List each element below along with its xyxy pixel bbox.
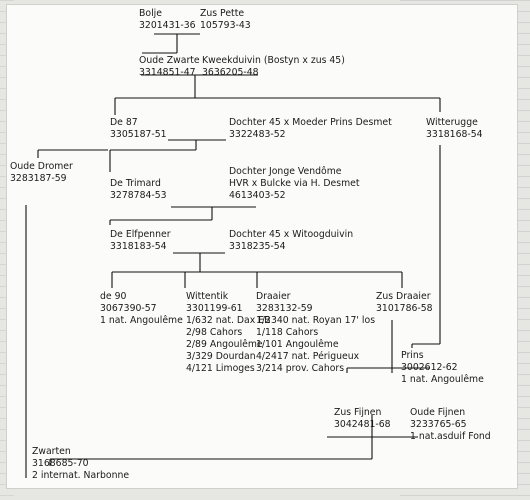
pigeon-name: Oude Fijnen — [410, 407, 466, 418]
pigeon-ring: 3322483-52 — [229, 129, 286, 140]
pigeon-name: Kweekduivin (Bostyn x zus 45) — [202, 55, 345, 66]
pigeon-ring: 3301199-61 — [186, 303, 243, 314]
pigeon-ring: 3168685-70 — [32, 458, 89, 469]
pigeon-name: Oude Zwarte — [139, 55, 200, 66]
pigeon-result: 4/121 Limoges — [186, 363, 255, 374]
pigeon-oude-fijnen: Oude Fijnen 3233765-65 1 nat.asduif Fond — [410, 407, 491, 443]
pigeon-ring: 3305187-51 — [110, 129, 167, 140]
pigeon-name: De Elfpenner — [110, 229, 171, 240]
pedigree-panel — [6, 4, 518, 489]
pigeon-dochter-45-witoog: Dochter 45 x Witoogduivin 3318235-54 — [229, 229, 353, 253]
pigeon-ring: 3101786-58 — [376, 303, 433, 314]
pigeon-result: 3/214 prov. Cahors — [256, 363, 345, 374]
pigeon-name: Wittentik — [186, 291, 229, 302]
pigeon-name: Dochter 45 x Moeder Prins Desmet — [229, 117, 392, 128]
pigeon-ring: 3314851-47 — [139, 67, 196, 78]
pigeon-result: 1 nat.asduif Fond — [410, 431, 491, 442]
pigeon-ring: 3636205-48 — [202, 67, 259, 78]
pigeon-name: de 90 — [100, 291, 127, 302]
pigeon-result: 4/2417 nat. Périgueux — [256, 351, 360, 362]
pigeon-zus-fijnen: Zus Fijnen 3042481-68 — [334, 407, 391, 431]
pigeon-name: Bolje — [139, 8, 162, 19]
pigeon-name: De Trimard — [110, 178, 161, 189]
pigeon-dochter-45: Dochter 45 x Moeder Prins Desmet 3322483… — [229, 117, 392, 141]
pigeon-de-elfpenner: De Elfpenner 3318183-54 — [110, 229, 171, 253]
pigeon-dochter-jonge-vendome: Dochter Jonge Vendôme HVR x Bulcke via H… — [229, 166, 360, 202]
pigeon-result: 1/2340 nat. Royan 17' los — [256, 315, 376, 326]
pigeon-result: 2 internat. Narbonne — [32, 470, 130, 481]
pigeon-ring: 105793-43 — [200, 20, 251, 31]
pigeon-ring: 3318235-54 — [229, 241, 286, 252]
pigeon-origin: HVR x Bulcke via H. Desmet — [229, 178, 360, 189]
pigeon-name: Witterugge — [426, 117, 478, 128]
pigeon-zus-draaier: Zus Draaier 3101786-58 — [376, 291, 433, 315]
pigeon-name: Zus Pette — [200, 8, 245, 19]
pigeon-name: Dochter Jonge Vendôme — [229, 166, 342, 177]
pigeon-ring: 3283132-59 — [256, 303, 313, 314]
pigeon-ring: 3283187-59 — [10, 173, 67, 184]
pigeon-de-trimard: De Trimard 3278784-53 — [110, 178, 167, 202]
pigeon-result: 1/101 Angoulême — [256, 339, 339, 350]
pigeon-de-87: De 87 3305187-51 — [110, 117, 167, 141]
pigeon-result: 3/329 Dourdan — [186, 351, 256, 362]
pigeon-de-90: de 90 3067390-57 1 nat. Angoulême — [100, 291, 183, 327]
pigeon-draaier: Draaier 3283132-59 1/2340 nat. Royan 17'… — [256, 291, 375, 375]
pigeon-name: Dochter 45 x Witoogduivin — [229, 229, 354, 240]
pigeon-wittentik: Wittentik 3301199-61 1/632 nat. Dax EB 2… — [186, 291, 270, 375]
pigeon-prins: Prins 3002612-62 1 nat. Angoulême — [401, 350, 484, 386]
pigeon-name: Oude Dromer — [10, 161, 73, 172]
pigeon-ring: 3042481-68 — [334, 419, 391, 430]
pigeon-name: De 87 — [110, 117, 138, 128]
pigeon-ring: 3318183-54 — [110, 241, 167, 252]
pigeon-result: 2/89 Angoulême — [186, 339, 263, 350]
pigeon-name: Zus Draaier — [376, 291, 431, 302]
pigeon-name: Prins — [401, 350, 424, 361]
pigeon-oude-dromer: Oude Dromer 3283187-59 — [10, 161, 73, 185]
pigeon-oude-zwarte: Oude Zwarte 3314851-47 — [139, 55, 200, 79]
pigeon-name: Zus Fijnen — [334, 407, 382, 418]
pigeon-bolje: Bolje 3201431-36 — [139, 8, 196, 32]
pigeon-zus-pette: Zus Pette 105793-43 — [200, 8, 251, 32]
pigeon-result: 1/632 nat. Dax EB — [186, 315, 271, 326]
pigeon-result: 2/98 Cahors — [186, 327, 243, 338]
pigeon-kweekduivin: Kweekduivin (Bostyn x zus 45) 3636205-48 — [202, 55, 345, 79]
pigeon-zwarten: Zwarten 3168685-70 2 internat. Narbonne — [32, 446, 129, 482]
pigeon-name: Zwarten — [32, 446, 71, 457]
pigeon-witterugge: Witterugge 3318168-54 — [426, 117, 483, 141]
pigeon-result: 1 nat. Angoulême — [100, 315, 183, 326]
pigeon-ring: 3201431-36 — [139, 20, 196, 31]
pigeon-ring: 3278784-53 — [110, 190, 167, 201]
pigeon-name: Draaier — [256, 291, 291, 302]
pigeon-ring: 3002612-62 — [401, 362, 458, 373]
pigeon-result: 1 nat. Angoulême — [401, 374, 484, 385]
pigeon-ring: 4613403-52 — [229, 190, 286, 201]
pigeon-ring: 3233765-65 — [410, 419, 467, 430]
pigeon-ring: 3318168-54 — [426, 129, 483, 140]
pigeon-result: 1/118 Cahors — [256, 327, 319, 338]
pigeon-ring: 3067390-57 — [100, 303, 157, 314]
